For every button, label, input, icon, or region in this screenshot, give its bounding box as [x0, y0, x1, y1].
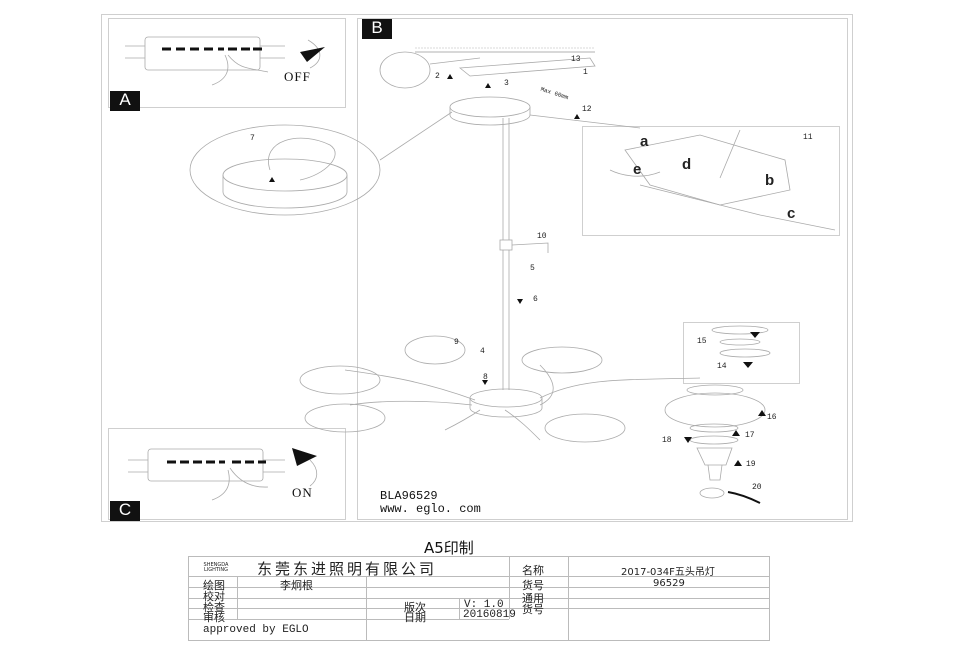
terminal-d: d: [682, 156, 692, 173]
model-code: BLA96529: [380, 489, 438, 503]
callout-2: 2: [435, 72, 440, 81]
switch-on-label: ON: [292, 485, 313, 500]
approved-by: approved by EGLO: [203, 624, 309, 636]
panel-c-frame: [108, 428, 346, 520]
general-item-label: 通用货号: [522, 592, 544, 616]
terminal-c: c: [787, 205, 796, 222]
item-value: 96529: [653, 578, 685, 589]
terminal-block-c: [128, 448, 318, 501]
name-value: 2017-034F五头吊灯: [621, 567, 715, 578]
callout-18: 18: [662, 436, 672, 445]
version-value: V: 1.0: [464, 599, 504, 611]
date-value: 20160819: [463, 609, 516, 621]
terminal-b: b: [765, 172, 775, 189]
detail-11-frame: [582, 126, 840, 236]
date-label: 日期: [404, 611, 426, 624]
callout-4: 4: [480, 347, 485, 356]
logo-mark: SHENGDA LIGHTING: [203, 562, 229, 573]
callout-15: 15: [697, 337, 707, 346]
detail-shade-frame: [683, 322, 800, 384]
terminal-a: a: [640, 133, 649, 150]
callout-19: 19: [746, 460, 756, 469]
callout-14: 14: [717, 362, 727, 371]
row-value-drawn: 李炯根: [280, 579, 313, 592]
callout-7: 7: [250, 134, 255, 143]
drawing-border: [101, 14, 853, 522]
callout-3: 3: [504, 79, 509, 88]
item-label: 货号: [522, 579, 544, 592]
row-label-drawn: 绘图: [203, 579, 225, 592]
callout-17: 17: [745, 431, 755, 440]
name-label: 名称: [522, 564, 544, 577]
panel-b-label: B: [362, 19, 392, 39]
panel-b-frame: [357, 18, 848, 520]
terminal-block-a: [125, 36, 325, 86]
terminal-e: e: [633, 161, 642, 178]
callout-9: 9: [454, 338, 459, 347]
switch-off-label: OFF: [284, 69, 311, 84]
row-label-reviewed: 审核: [203, 611, 225, 624]
lamp-arms: [344, 364, 701, 441]
company-name: 东莞东进照明有限公司: [257, 560, 438, 578]
callout-13: 13: [571, 55, 581, 64]
callout-8: 8: [483, 373, 488, 382]
row-label-checked: 校对: [203, 590, 225, 603]
row-label-inspected: 检查: [203, 601, 225, 614]
callout-1: 1: [583, 68, 588, 77]
version-label: 版次: [404, 601, 426, 614]
panel-c-label: C: [110, 501, 140, 521]
callout-12: 12: [582, 105, 592, 114]
callout-10: 10: [537, 232, 547, 241]
title-block: SHENGDA LIGHTING 东莞东进照明有限公司 绘图 李炯根 校对 检查…: [188, 556, 770, 641]
panel-a-frame: [108, 18, 346, 108]
callout-11: 11: [803, 133, 813, 142]
panel-a-label: A: [110, 91, 140, 111]
callout-6: 6: [533, 295, 538, 304]
callout-20: 20: [752, 483, 762, 492]
callout-5: 5: [530, 264, 535, 273]
model-website: www. eglo. com: [380, 502, 481, 516]
callout-16: 16: [767, 413, 777, 422]
print-note: A5印制: [424, 539, 474, 557]
